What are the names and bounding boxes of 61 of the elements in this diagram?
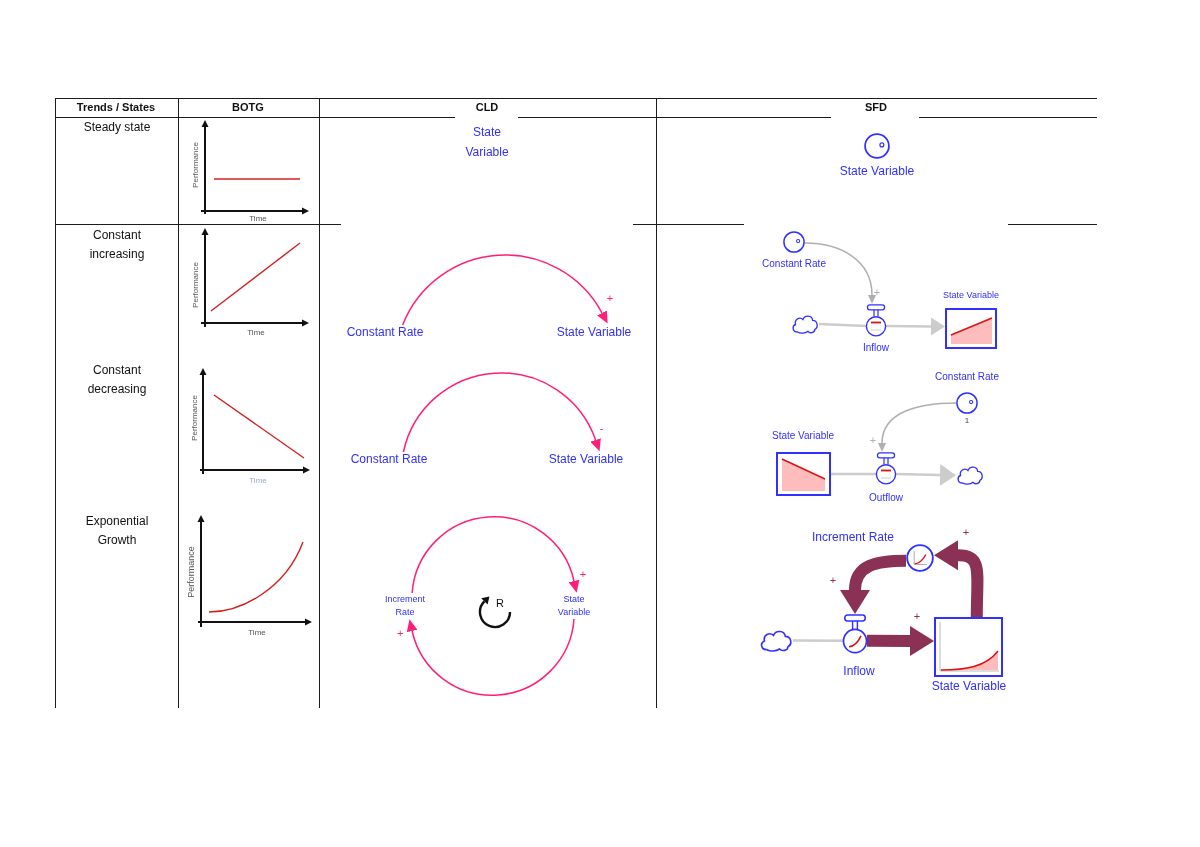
causal-link-arrow: [411, 516, 580, 594]
polarity-sign: +: [913, 610, 921, 622]
cloud-icon: [791, 314, 819, 334]
axis-label: Time: [248, 628, 266, 637]
row-label: Exponential Growth: [85, 513, 149, 549]
causal-link-arrow: [402, 372, 601, 453]
variable-label: State Variable: [554, 325, 634, 340]
variable-label: State Variable: [465, 124, 509, 161]
polarity-sign: +: [869, 434, 877, 446]
polarity-sign: +: [962, 526, 970, 539]
axis-label: Time: [249, 214, 267, 223]
flow-pipe: [895, 467, 956, 483]
variable-label: State Variable: [546, 452, 626, 467]
variable-label: State Variable: [771, 430, 835, 442]
link-arrow: [804, 242, 876, 303]
causal-link-arrow: [401, 254, 608, 326]
variable-label: Increment Rate: [384, 593, 426, 619]
variable-label: Constant Rate: [935, 371, 999, 383]
row-label: Constant decreasing: [87, 362, 147, 398]
polarity-sign: +: [396, 627, 404, 639]
axis-label: Time: [249, 476, 267, 485]
variable-label: Constant Rate: [349, 452, 429, 467]
polarity-sign: +: [579, 568, 587, 580]
polarity-sign: +: [829, 574, 837, 586]
cloud-icon: [956, 465, 984, 485]
column-header: Trends / States: [76, 100, 156, 114]
causal-link-arrow: [406, 618, 575, 696]
flow-pipe: [818, 322, 867, 328]
polarity-sign: +: [873, 286, 881, 298]
axis-label: Performance: [189, 395, 199, 441]
column-header: BOTG: [232, 100, 264, 114]
row-label: Steady state: [83, 119, 151, 136]
flow-pipe: [831, 472, 876, 476]
variable-label: Increment Rate: [812, 530, 894, 544]
loop-arrow: [843, 554, 907, 614]
polarity-sign: +: [606, 292, 614, 304]
flow-pipe: [793, 639, 843, 643]
polarity-sign: -: [599, 422, 604, 434]
variable-label: State Variable: [839, 164, 915, 178]
axis-label: Performance: [190, 262, 200, 308]
loop-arrow: [866, 629, 934, 653]
flow-label: Inflow: [862, 342, 890, 354]
flow-label: Outflow: [869, 492, 903, 504]
variable-label: State Variable: [554, 593, 594, 619]
axis-label: Performance: [186, 546, 196, 598]
row-label: Constant increasing: [89, 227, 145, 263]
link-arrow: [878, 402, 957, 451]
flow-pipe: [886, 319, 945, 334]
cloud-icon: [759, 629, 793, 652]
variable-label: State Variable: [943, 290, 999, 301]
loop-arrow: [934, 543, 984, 618]
variable-label: Constant Rate: [762, 258, 826, 270]
loop-label: R: [496, 597, 504, 610]
flow-label: Inflow: [843, 664, 875, 678]
column-header: SFD: [865, 100, 887, 114]
variable-label: Constant Rate: [345, 325, 425, 340]
value-label: 1: [964, 416, 970, 426]
column-header: CLD: [475, 100, 499, 114]
variable-label: State Variable: [931, 679, 1007, 693]
axis-label: Performance: [190, 142, 200, 188]
axis-label: Time: [247, 328, 265, 337]
